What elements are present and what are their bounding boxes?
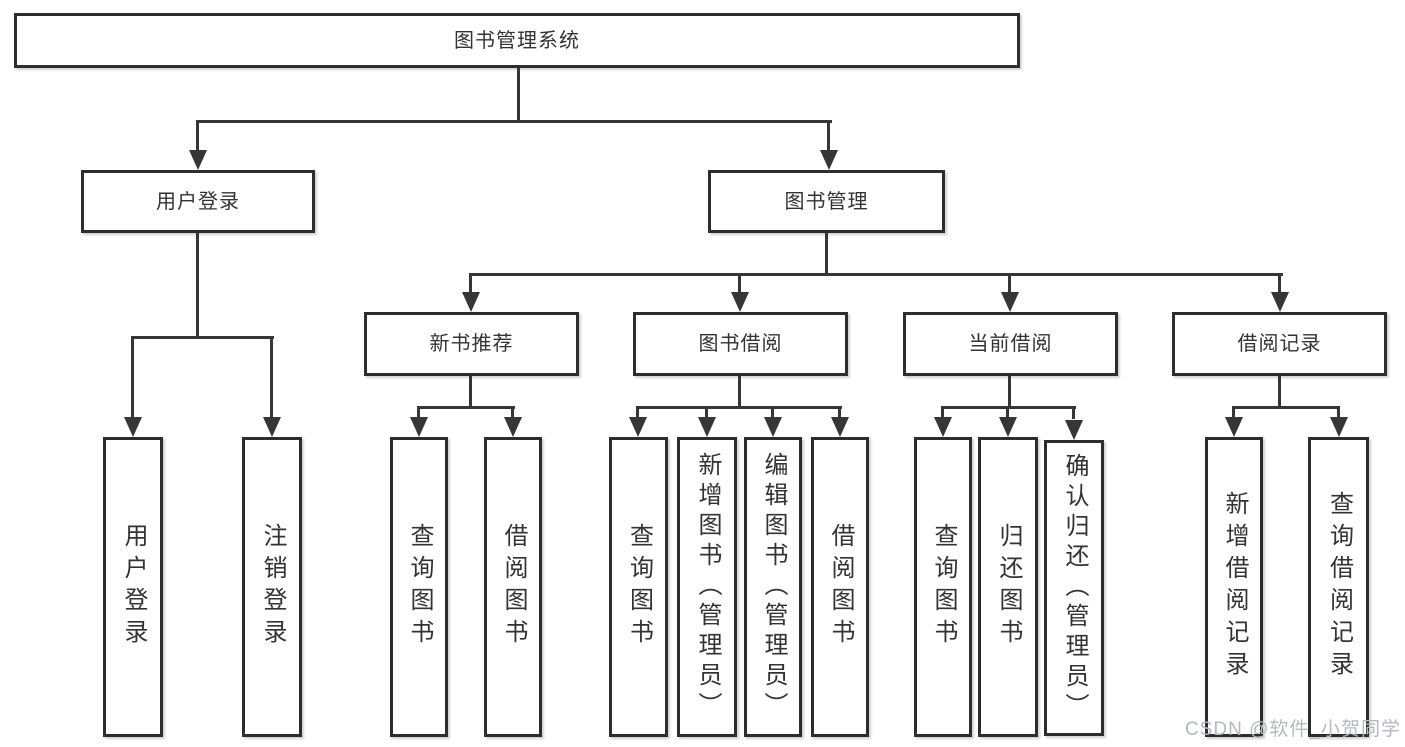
arrow-line [738, 273, 741, 294]
arrow-line [941, 406, 944, 419]
csdn-watermark: CSDN @软件_小贺同学 [1185, 719, 1401, 740]
node-user-login: 用户登录 [81, 170, 315, 233]
arrow-line [838, 406, 841, 419]
arrowhead-down-icon [189, 150, 207, 170]
arrow-line [196, 120, 199, 152]
arrow-line [469, 273, 472, 294]
arrowhead-down-icon [934, 417, 952, 437]
stem-line [469, 376, 472, 409]
root-label: 图书管理系统 [454, 29, 580, 52]
root-box: 图书管理系统 [14, 13, 1020, 68]
arrow-line [131, 336, 134, 417]
stem-line [738, 376, 741, 409]
arrowhead-down-icon [504, 417, 522, 437]
leaf-query-books-current: 查询图书 [914, 437, 972, 737]
leaf-confirm-return-admin: 确认归还（管理员） [1044, 440, 1104, 736]
node-user-login-label: 用户登录 [156, 190, 240, 213]
arrow-line [827, 120, 830, 152]
arrowhead-down-icon [410, 417, 428, 437]
branch-line [1232, 406, 1340, 409]
arrowhead-down-icon [263, 417, 281, 437]
leaf-borrow-books-borrowing: 借阅图书 [811, 437, 869, 737]
leaf-edit-book-admin: 编辑图书（管理员） [744, 437, 802, 737]
leaf-query-books-borrowing: 查询图书 [609, 437, 668, 737]
node-book-management: 图书管理 [708, 170, 945, 233]
leaf-query-borrow-record: 查询借阅记录 [1308, 437, 1369, 737]
node-book-borrowing: 图书借阅 [633, 312, 848, 376]
arrowhead-down-icon [1065, 420, 1083, 440]
arrow-line [1008, 273, 1011, 294]
stem-line [517, 68, 520, 120]
node-borrowing-records-label: 借阅记录 [1237, 333, 1322, 355]
branch-line [636, 406, 842, 409]
arrowhead-down-icon [698, 417, 716, 437]
node-new-book-recommendation: 新书推荐 [364, 312, 579, 376]
arrowhead-down-icon [462, 292, 480, 312]
arrow-line [636, 406, 639, 419]
arrow-line [1006, 406, 1009, 419]
node-book-management-label: 图书管理 [784, 190, 869, 213]
stem-line [825, 233, 828, 276]
branch-line [131, 336, 274, 339]
arrow-line [417, 406, 420, 419]
leaf-return-books: 归还图书 [978, 437, 1038, 737]
branch-line [469, 273, 1283, 276]
leaf-add-book-admin: 新增图书（管理员） [677, 437, 737, 737]
node-new-book-recommendation-label: 新书推荐 [429, 333, 514, 355]
arrowhead-down-icon [629, 417, 647, 437]
node-book-borrowing-label: 图书借阅 [698, 333, 783, 355]
arrowhead-down-icon [764, 417, 782, 437]
arrowhead-down-icon [1330, 417, 1348, 437]
arrowhead-down-icon [999, 417, 1017, 437]
arrowhead-down-icon [1271, 292, 1289, 312]
leaf-borrow-books-recommend: 借阅图书 [484, 437, 542, 737]
arrow-line [511, 406, 514, 419]
arrowhead-down-icon [831, 417, 849, 437]
node-borrowing-records: 借阅记录 [1172, 312, 1387, 376]
leaf-query-books-recommend: 查询图书 [390, 437, 448, 737]
leaf-user-login: 用户登录 [103, 437, 163, 737]
arrow-line [1278, 273, 1281, 294]
arrowhead-down-icon [124, 417, 142, 437]
arrow-line [705, 406, 708, 419]
arrowhead-down-icon [1001, 292, 1019, 312]
arrow-line [771, 406, 774, 419]
arrowhead-down-icon [731, 292, 749, 312]
stem-line [1008, 376, 1011, 409]
arrow-line [1232, 406, 1235, 419]
leaf-logout: 注销登录 [242, 437, 302, 737]
stem-line [1278, 376, 1281, 409]
stem-line [196, 233, 199, 339]
arrowhead-down-icon [1225, 417, 1243, 437]
node-current-borrowing-label: 当前借阅 [968, 333, 1053, 355]
branch-line [196, 120, 832, 123]
branch-line [417, 406, 515, 409]
arrowhead-down-icon [820, 150, 838, 170]
arrow-line [270, 336, 273, 417]
arrow-line [1337, 406, 1340, 419]
node-current-borrowing: 当前借阅 [903, 312, 1118, 376]
leaf-add-borrow-record: 新增借阅记录 [1205, 437, 1263, 737]
arrow-line [1072, 406, 1075, 419]
